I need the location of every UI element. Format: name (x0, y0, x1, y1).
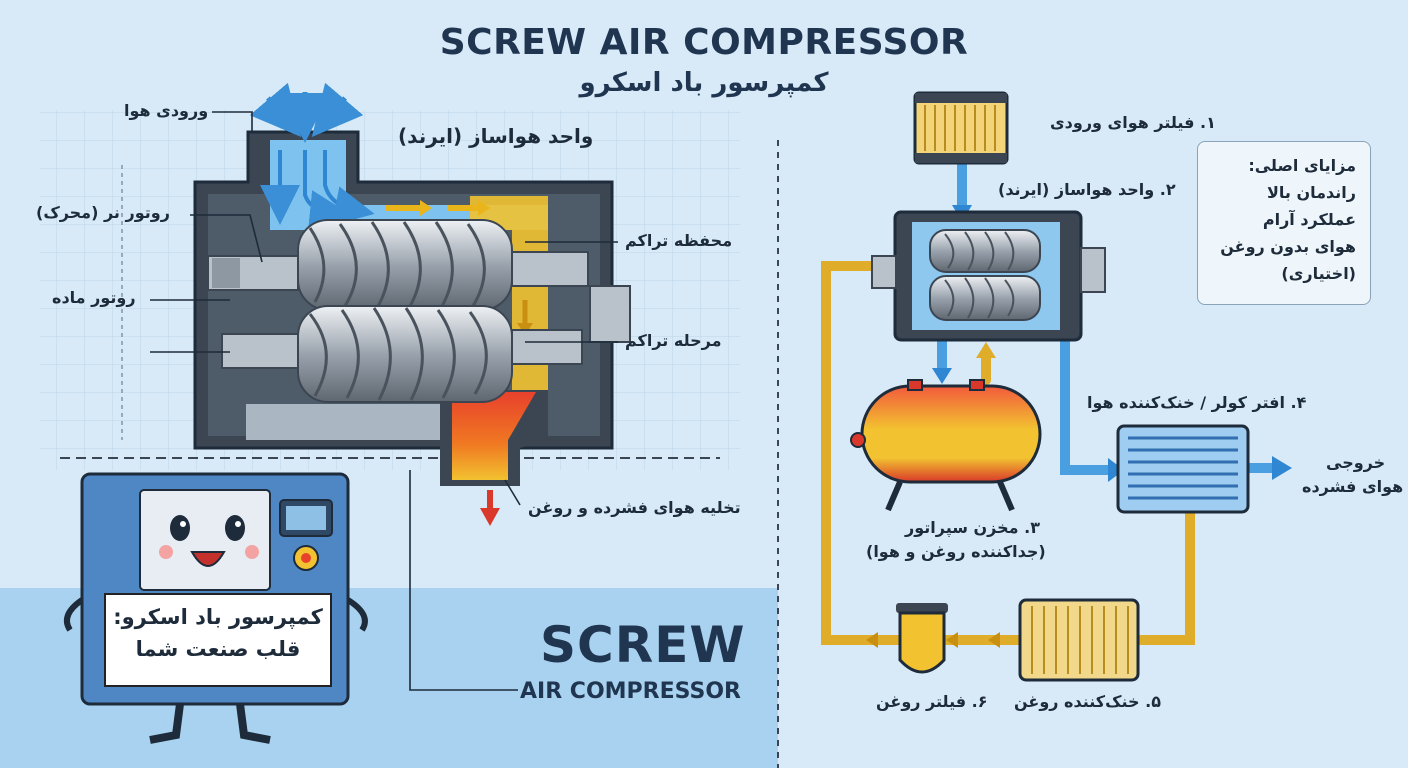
outlet-label-1: خروجی (1326, 453, 1386, 472)
label-compression-stage: مرحله تراکم (625, 331, 722, 350)
advantages-heading: مزایای اصلی: (1248, 156, 1356, 175)
advantage-item: هوای بدون روغن (1220, 237, 1356, 256)
step2-label: ۲. واحد هواساز (ایرند) (998, 180, 1176, 199)
male-rotor (207, 219, 589, 311)
brand-air-compressor: AIR COMPRESSOR (520, 679, 741, 704)
leader-lines (150, 111, 618, 691)
advantage-item: راندمان بالا (1266, 183, 1356, 202)
step1-label: ۱. فیلتر هوای ورودی (1050, 113, 1216, 132)
title-en: SCREW AIR COMPRESSOR (439, 22, 969, 63)
step3-label-2: (جداکننده روغن و هوا) (866, 542, 1046, 561)
label-male-rotor: روتور نر (محرک) (36, 203, 170, 222)
step5-label: ۵. خنک‌کننده روغن (1014, 692, 1161, 711)
airend-heading: واحد هواساز (ایرند) (398, 124, 594, 148)
step3-label-1: ۳. مخزن سپراتور (905, 518, 1040, 537)
label-discharge: تخلیه هوای فشرده و روغن (528, 498, 741, 517)
inlet-filter (913, 91, 1009, 165)
mascot-sign: کمپرسور باد اسکرو: قلب صنعت شما (104, 593, 332, 687)
inlet-arrows (249, 82, 364, 143)
label-female-rotor: روتور ماده (52, 288, 136, 307)
brand-screw: SCREW (540, 616, 746, 674)
step4-label: ۴. افتر کولر / خنک‌کننده هوا (1087, 393, 1307, 412)
sign-line-1: کمپرسور باد اسکرو: (113, 605, 323, 629)
discharge-outlet (440, 390, 548, 526)
label-compression-chamber: محفظه تراکم (625, 231, 733, 250)
aftercooler (1116, 424, 1250, 514)
label-air-inlet: ورودی هوا (124, 101, 209, 120)
female-rotor (221, 285, 631, 403)
advantage-item: (اختیاری) (1281, 264, 1356, 283)
title-fa: کمپرسور باد اسکرو (579, 68, 829, 98)
outlet-label-2: هوای فشرده (1302, 477, 1404, 496)
oil-cooler (1018, 598, 1140, 682)
step6-label: ۶. فیلتر روغن (876, 692, 988, 711)
separator-tank (850, 379, 1042, 512)
advantages-box: مزایای اصلی: راندمان بالا عملکرد آرام هو… (1197, 141, 1371, 305)
advantage-item: عملکرد آرام (1262, 210, 1356, 229)
oil-filter (896, 603, 948, 674)
mini-airend (871, 210, 1106, 342)
sign-line-2: قلب صنعت شما (135, 637, 301, 661)
